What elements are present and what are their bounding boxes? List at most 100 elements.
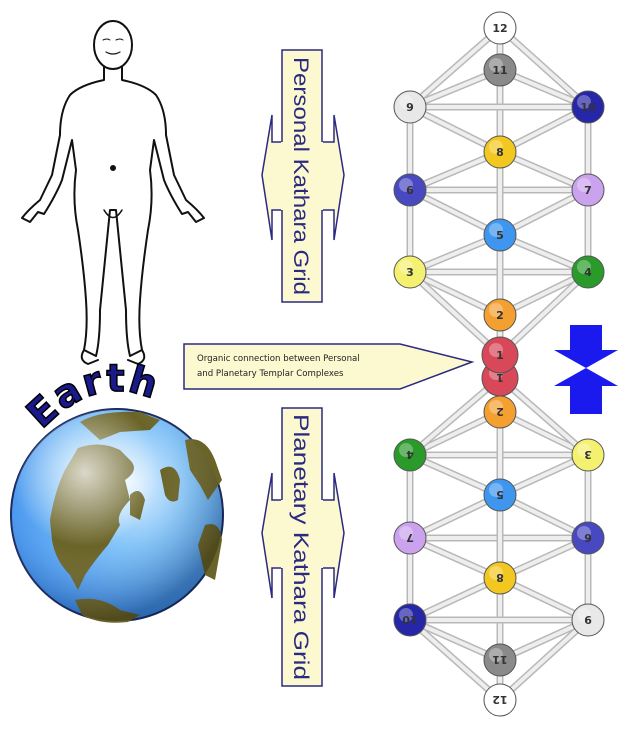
- planetary-node-7: 7: [393, 521, 427, 555]
- node-label: 10: [402, 613, 418, 626]
- node-label: 11: [492, 64, 507, 77]
- node-circle: [483, 11, 517, 45]
- node-circle: [571, 603, 605, 637]
- node-label: 2: [496, 405, 504, 418]
- node-label: 11: [492, 653, 507, 666]
- node-highlight: [577, 178, 591, 192]
- personal-node-7: 7: [571, 173, 605, 207]
- node-label: 12: [492, 693, 507, 706]
- node-highlight: [399, 95, 413, 109]
- node-highlight: [577, 443, 591, 457]
- node-label: 10: [580, 101, 596, 114]
- node-circle: [393, 255, 427, 289]
- personal-node-12: 12: [483, 11, 517, 45]
- grid-line: [409, 410, 501, 457]
- grid-line: [409, 576, 501, 622]
- node-label: 8: [496, 146, 504, 159]
- grid-line: [408, 618, 502, 702]
- node-highlight: [577, 260, 591, 274]
- node-highlight: [489, 223, 503, 237]
- personal-node-4: 4: [571, 255, 605, 289]
- planetary-node-8: 8: [483, 561, 517, 595]
- grid-line: [409, 270, 501, 317]
- node-circle: [571, 173, 605, 207]
- grid-line: [408, 376, 502, 457]
- node-label: 9: [584, 613, 592, 626]
- node-circle: [483, 395, 517, 429]
- planetary-node-12: 12: [483, 683, 517, 717]
- node-circle: [483, 298, 517, 332]
- planetary-node-11: 11: [483, 643, 517, 677]
- node-highlight: [489, 566, 503, 580]
- node-highlight: [489, 16, 503, 30]
- earth-globe: [10, 408, 224, 623]
- node-highlight: [489, 303, 503, 317]
- node-circle: [483, 683, 517, 717]
- node-label: 7: [584, 184, 592, 197]
- node-circle: [483, 561, 517, 595]
- node-highlight: [399, 608, 413, 622]
- node-highlight: [489, 58, 503, 72]
- node-highlight: [489, 688, 503, 702]
- node-circle: [393, 521, 427, 555]
- node-circle: [481, 336, 519, 374]
- grid-connection-icon: [554, 325, 618, 414]
- node-label: 7: [406, 531, 414, 544]
- planetary-node-5: 5: [483, 478, 517, 512]
- node-label: 9: [406, 101, 414, 114]
- personal-node-3: 3: [393, 255, 427, 289]
- planetary-node-10: 10: [393, 603, 427, 637]
- personal-node-10: 10: [571, 90, 605, 124]
- node-circle: [483, 218, 517, 252]
- node-label: 3: [406, 266, 414, 279]
- grid-line: [409, 188, 501, 237]
- node-label: 1: [496, 371, 504, 384]
- personal-node-5: 5: [483, 218, 517, 252]
- planetary-node-2: 2: [483, 395, 517, 429]
- node-circle: [393, 90, 427, 124]
- planetary-kathara-arrow: Planetary Kathara Grid: [261, 407, 345, 687]
- node-highlight: [577, 608, 591, 622]
- node-circle: [483, 643, 517, 677]
- node-circle: [483, 135, 517, 169]
- personal-node-2: 2: [483, 298, 517, 332]
- node-label: 2: [496, 309, 504, 322]
- personal-node-8: 8: [483, 135, 517, 169]
- node-highlight: [489, 400, 503, 414]
- node-circle: [393, 173, 427, 207]
- grid-line: [409, 493, 501, 540]
- node-circle: [393, 603, 427, 637]
- planetary-node-6: 6: [571, 521, 605, 555]
- callout-line-2: and Planetary Templar Complexes: [197, 369, 344, 379]
- node-highlight: [577, 526, 591, 540]
- node-highlight: [489, 483, 503, 497]
- personal-node-1: 1: [481, 336, 519, 374]
- node-label: 5: [496, 229, 504, 242]
- node-label: 6: [406, 184, 414, 197]
- node-highlight: [577, 95, 591, 109]
- personal-node-6: 6: [393, 173, 427, 207]
- personal-kathara-label: Personal Kathara Grid: [289, 57, 312, 295]
- node-highlight: [399, 443, 413, 457]
- node-circle: [483, 53, 517, 87]
- node-label: 4: [406, 448, 414, 461]
- grid-line: [498, 270, 590, 357]
- node-label: 5: [496, 488, 504, 501]
- personal-node-11: 11: [483, 53, 517, 87]
- grid-line: [498, 618, 590, 702]
- node-highlight: [399, 526, 413, 540]
- node-circle: [571, 521, 605, 555]
- node-circle: [571, 438, 605, 472]
- node-highlight: [489, 343, 503, 357]
- node-circle: [393, 438, 427, 472]
- node-label: 3: [584, 448, 592, 461]
- grid-line: [498, 376, 590, 457]
- node-highlight: [399, 178, 413, 192]
- organic-connection-callout: Organic connection between Personal and …: [183, 343, 475, 390]
- planetary-kathara-label: Planetary Kathara Grid: [289, 414, 312, 680]
- planetary-node-9: 9: [571, 603, 605, 637]
- callout-line-1: Organic connection between Personal: [197, 354, 360, 364]
- node-highlight: [489, 140, 503, 154]
